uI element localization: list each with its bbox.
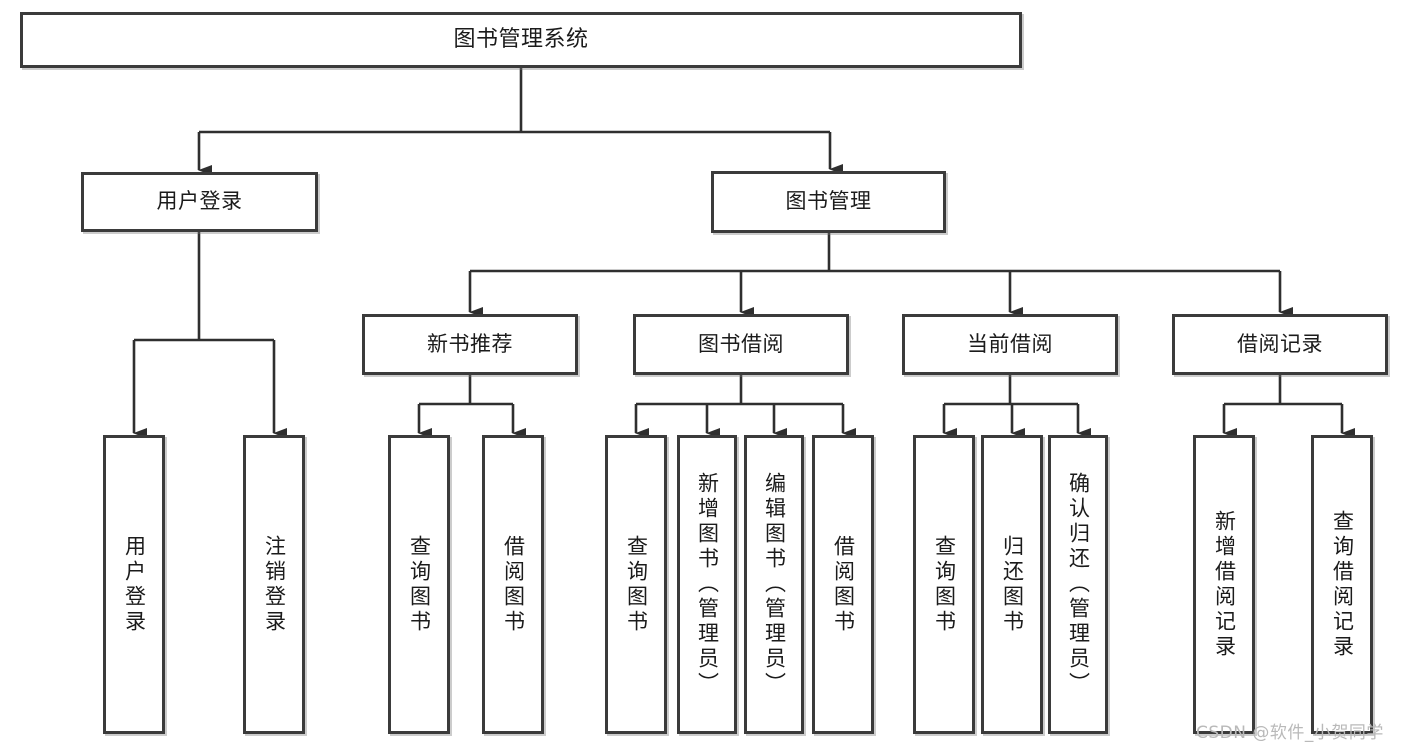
leaf-query-borrow-record[interactable]: 查询借阅记录 [1311, 435, 1373, 734]
leaf-label: 查询借阅记录 [1330, 509, 1355, 660]
node-level2-user-login[interactable]: 用户登录 [81, 172, 318, 232]
node-root[interactable]: 图书管理系统 [20, 12, 1022, 68]
node-label: 图书借阅 [698, 331, 784, 356]
leaf-label: 查询图书 [932, 534, 957, 635]
leaf-borrow-book[interactable]: 借阅图书 [812, 435, 874, 734]
leaf-add-book-admin[interactable]: 新增图书（管理员） [677, 435, 737, 734]
leaf-label: 新增借阅记录 [1212, 509, 1237, 660]
node-label: 当前借阅 [967, 331, 1053, 356]
leaf-borrow-book-recommend[interactable]: 借阅图书 [482, 435, 544, 734]
node-label: 图书管理 [785, 189, 872, 214]
node-label: 用户登录 [156, 189, 243, 214]
leaf-label: 用户登录 [122, 534, 147, 635]
node-label: 新书推荐 [427, 331, 513, 356]
node-level3-current-borrow[interactable]: 当前借阅 [902, 314, 1118, 375]
leaf-label: 借阅图书 [501, 534, 526, 635]
node-root-label: 图书管理系统 [453, 26, 589, 52]
leaf-add-borrow-record[interactable]: 新增借阅记录 [1193, 435, 1255, 734]
leaf-label: 借阅图书 [831, 534, 856, 635]
leaf-user-login[interactable]: 用户登录 [103, 435, 165, 734]
node-level2-book-management[interactable]: 图书管理 [711, 171, 946, 233]
leaf-label: 编辑图书（管理员） [762, 472, 787, 697]
leaf-label: 确认归还（管理员） [1066, 472, 1091, 697]
node-level3-new-book-recommend[interactable]: 新书推荐 [362, 314, 578, 375]
leaf-query-book-recommend[interactable]: 查询图书 [388, 435, 450, 734]
leaf-confirm-return-admin[interactable]: 确认归还（管理员） [1048, 435, 1108, 734]
node-level3-book-borrow[interactable]: 图书借阅 [633, 314, 849, 375]
leaf-query-book-current[interactable]: 查询图书 [913, 435, 975, 734]
leaf-label: 查询图书 [407, 534, 432, 635]
leaf-label: 归还图书 [1000, 534, 1025, 635]
leaf-label: 新增图书（管理员） [695, 472, 720, 697]
csdn-watermark: CSDN @软件_小贺同学 [1196, 723, 1384, 743]
leaf-edit-book-admin[interactable]: 编辑图书（管理员） [744, 435, 804, 734]
leaf-return-book[interactable]: 归还图书 [981, 435, 1043, 734]
node-label: 借阅记录 [1237, 331, 1323, 356]
node-level3-borrow-records[interactable]: 借阅记录 [1172, 314, 1388, 375]
leaf-label: 注销登录 [262, 534, 287, 635]
leaf-query-book-borrow[interactable]: 查询图书 [605, 435, 667, 734]
leaf-logout-login[interactable]: 注销登录 [243, 435, 305, 734]
leaf-label: 查询图书 [624, 534, 649, 635]
